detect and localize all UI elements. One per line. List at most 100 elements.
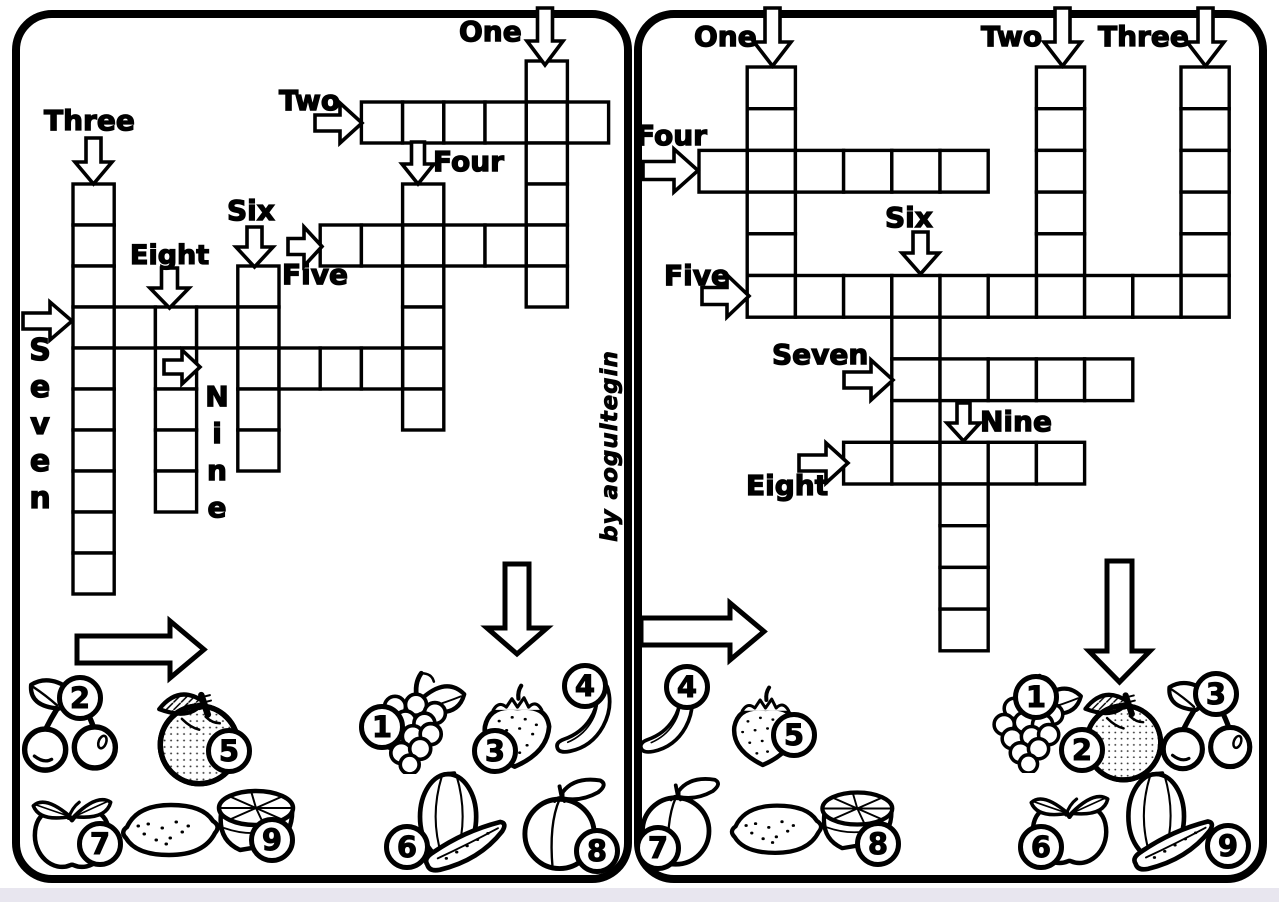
grid-cell bbox=[71, 510, 116, 555]
grid-cell bbox=[1034, 232, 1087, 278]
grid-cell bbox=[1034, 273, 1087, 319]
grid-cell bbox=[400, 100, 446, 145]
grid-cell bbox=[359, 223, 405, 268]
grid-cell bbox=[1179, 190, 1231, 236]
grid-cell bbox=[841, 148, 894, 194]
grid-cell bbox=[938, 565, 990, 611]
grid-cell bbox=[400, 387, 446, 432]
grid-cell bbox=[938, 524, 990, 570]
right-panel-frame bbox=[634, 10, 1267, 883]
fruit-number-badge: 9 bbox=[249, 817, 295, 863]
scan-edge-strip bbox=[0, 888, 1279, 902]
clue-label-seven: Seven bbox=[771, 338, 869, 372]
grid-cell bbox=[153, 428, 199, 473]
grid-cell bbox=[1034, 440, 1087, 486]
fruit-number-badge: 3 bbox=[472, 728, 518, 774]
clue-arrow-right bbox=[286, 222, 325, 271]
grid-cell bbox=[890, 148, 942, 194]
grid-cell bbox=[1131, 273, 1183, 319]
fruit-number-badge: 8 bbox=[574, 828, 620, 874]
clue-arrow-right bbox=[842, 355, 896, 405]
grid-cell bbox=[841, 273, 894, 319]
clue-label-five: Five bbox=[663, 259, 730, 293]
grid-cell bbox=[400, 305, 446, 350]
grid-cell bbox=[236, 305, 281, 350]
grid-cell bbox=[524, 100, 570, 145]
grid-cell bbox=[359, 346, 405, 391]
grid-cell bbox=[236, 264, 281, 309]
fruit-number-badge: 8 bbox=[855, 821, 901, 867]
grid-cell bbox=[938, 482, 990, 528]
clue-label-one: One bbox=[458, 15, 522, 49]
grid-cell bbox=[890, 440, 942, 486]
grid-cell bbox=[71, 551, 116, 596]
grid-cell bbox=[71, 305, 116, 350]
fruit-number-badge: 2 bbox=[1059, 727, 1105, 773]
grid-cell bbox=[71, 223, 116, 268]
grid-cell bbox=[71, 182, 116, 227]
grid-cell bbox=[112, 305, 158, 350]
grid-cell bbox=[442, 100, 487, 145]
big-arrow-right bbox=[74, 615, 208, 684]
clue-arrow-right bbox=[700, 270, 752, 322]
grid-cell bbox=[565, 100, 611, 145]
grid-cell bbox=[400, 182, 446, 227]
fruit-number-badge: 1 bbox=[359, 704, 405, 750]
grid-cell bbox=[318, 346, 364, 391]
grid-cell bbox=[938, 607, 990, 653]
grid-cell bbox=[745, 148, 798, 194]
grid-cell bbox=[400, 346, 446, 391]
grid-cell bbox=[938, 273, 990, 319]
grid-cell bbox=[1082, 357, 1135, 403]
grid-cell bbox=[1082, 273, 1135, 319]
grid-cell bbox=[400, 223, 446, 268]
clue-label-five: Five bbox=[281, 258, 348, 292]
clue-arrow-right bbox=[313, 98, 365, 148]
grid-cell bbox=[1179, 106, 1231, 153]
grid-cell bbox=[1179, 232, 1231, 278]
grid-cell bbox=[986, 357, 1039, 403]
clue-arrow-down bbox=[1183, 6, 1228, 69]
clue-label-three: Three bbox=[1097, 20, 1189, 54]
grid-cell bbox=[986, 273, 1039, 319]
grid-cell bbox=[841, 440, 894, 486]
grid-cell bbox=[483, 223, 528, 268]
big-arrow-down bbox=[480, 561, 554, 658]
grid-cell bbox=[71, 264, 116, 309]
fruit-number-badge: 2 bbox=[57, 675, 103, 721]
grid-cell bbox=[938, 357, 990, 403]
grid-cell bbox=[1034, 65, 1087, 111]
grid-cell bbox=[236, 387, 281, 432]
grid-cell bbox=[153, 305, 199, 350]
grid-cell bbox=[1034, 106, 1087, 153]
clue-label-one: One bbox=[693, 20, 757, 54]
clue-label-four: Four bbox=[635, 119, 707, 153]
fruit-number-badge: 5 bbox=[206, 728, 252, 774]
grid-cell bbox=[697, 148, 749, 194]
clue-arrow-right bbox=[162, 345, 203, 389]
big-arrow-down bbox=[1083, 558, 1156, 686]
grid-cell bbox=[938, 440, 990, 486]
grid-cell bbox=[71, 428, 116, 473]
grid-cell bbox=[524, 182, 570, 227]
grid-cell bbox=[745, 106, 798, 153]
clue-arrow-right bbox=[641, 144, 701, 197]
clue-arrow-down bbox=[523, 6, 567, 68]
grid-cell bbox=[400, 264, 446, 309]
fruit-number-badge: 4 bbox=[562, 663, 608, 709]
grid-cell bbox=[277, 346, 322, 391]
grid-cell bbox=[71, 387, 116, 432]
big-arrow-right bbox=[638, 597, 768, 666]
grid-cell bbox=[793, 273, 846, 319]
grid-cell bbox=[890, 273, 942, 319]
clue-arrow-down bbox=[145, 266, 194, 311]
grid-cell bbox=[236, 346, 281, 391]
grid-cell bbox=[71, 469, 116, 514]
fruit-number-badge: 6 bbox=[384, 824, 430, 870]
grid-cell bbox=[524, 59, 570, 104]
grid-cell bbox=[194, 305, 240, 350]
